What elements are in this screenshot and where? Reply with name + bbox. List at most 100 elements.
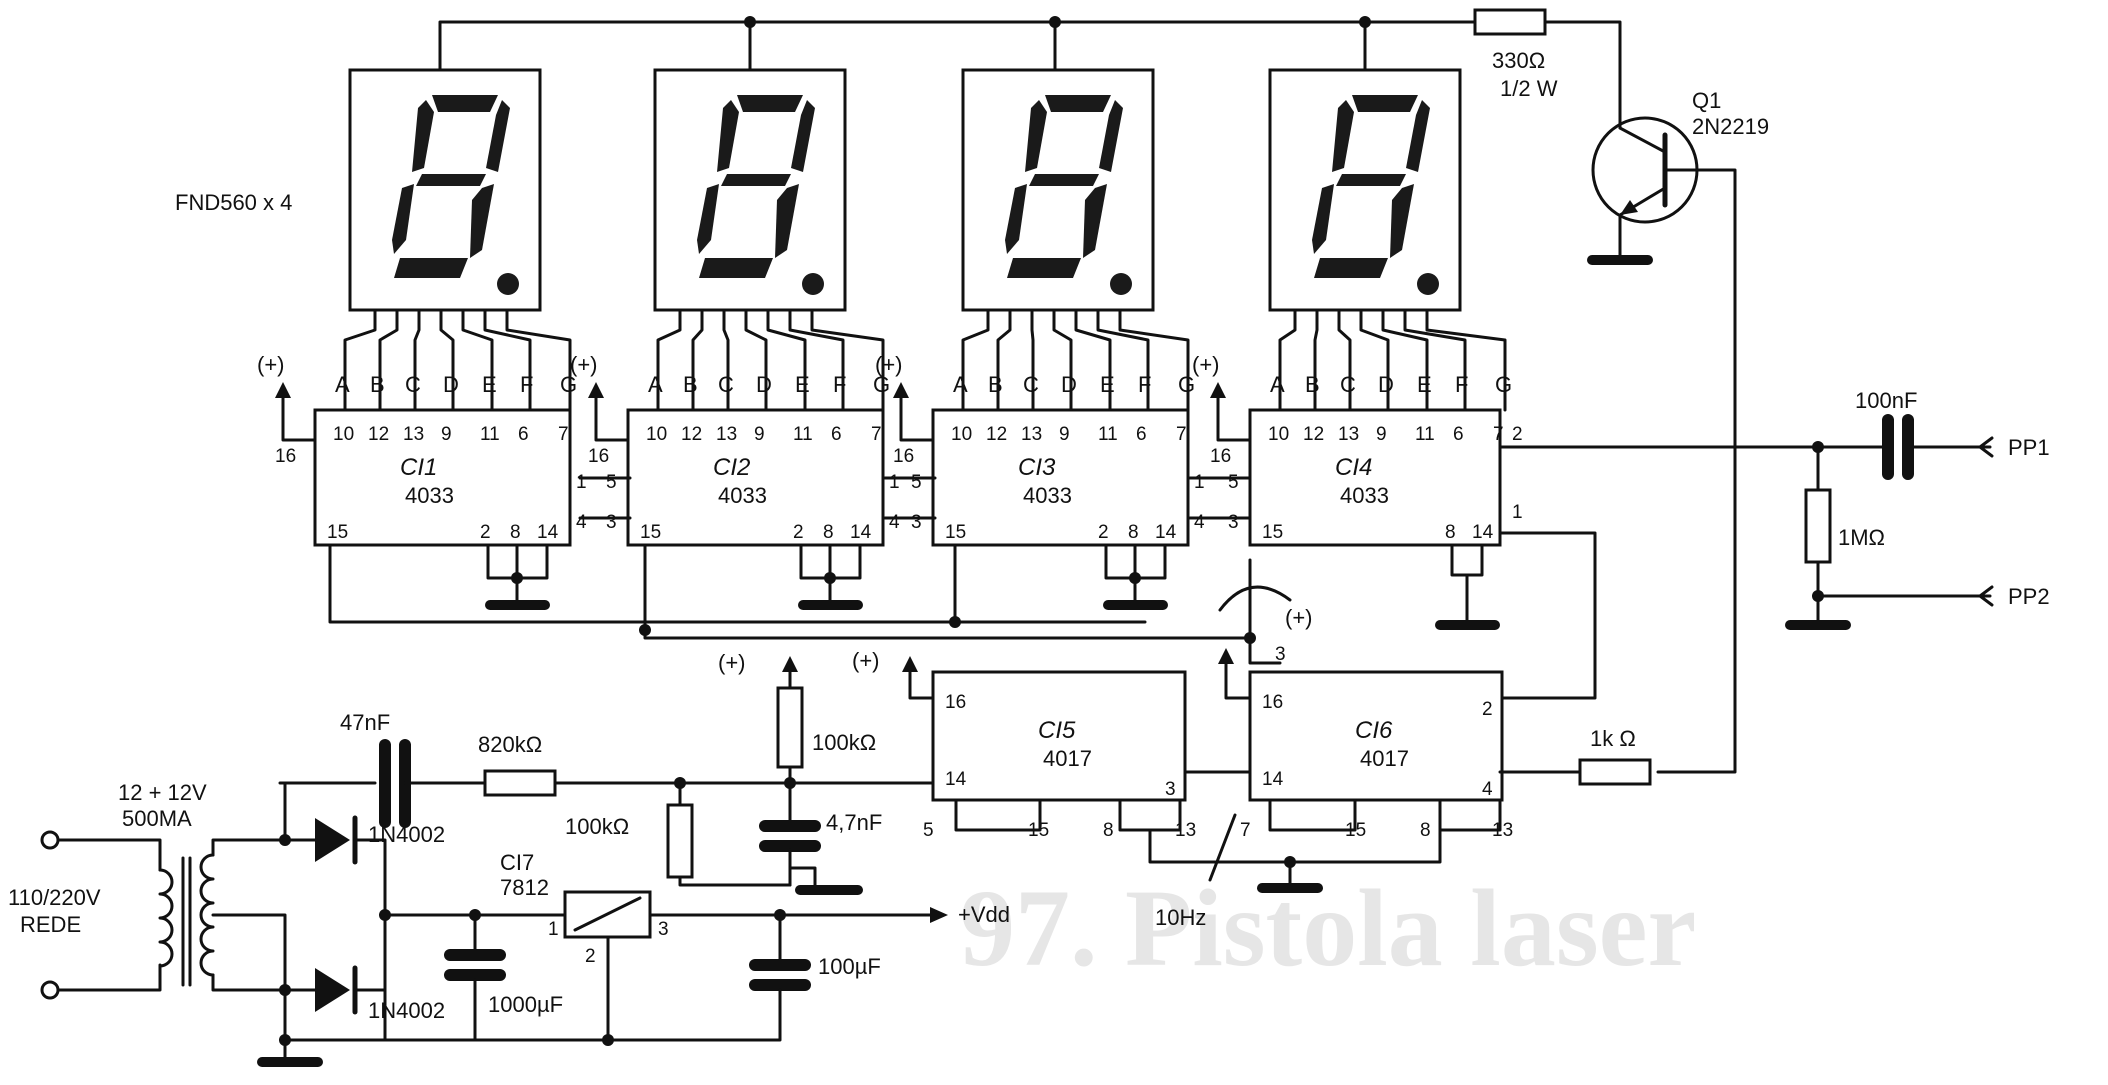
- pin-label: 12: [986, 424, 1007, 445]
- segment-c: [1390, 184, 1414, 258]
- segment-c: [470, 184, 494, 258]
- pin-label: 6: [1136, 424, 1147, 445]
- segment-label-d: D: [756, 372, 772, 397]
- pin-label: 16: [893, 446, 914, 467]
- pin-label: 8: [510, 522, 521, 543]
- pin-label: 7: [1240, 820, 1251, 841]
- pin-label: 14: [537, 522, 559, 543]
- segment-c: [775, 184, 799, 258]
- pin-label: 5: [1228, 472, 1239, 493]
- pin-label: 1: [576, 472, 587, 493]
- pin-label: 9: [441, 424, 452, 445]
- pin-label: 10: [1268, 424, 1289, 445]
- pin-label: 3: [911, 512, 922, 533]
- transformer-line2: 500MA: [122, 806, 192, 831]
- pin-label: 15: [640, 522, 661, 543]
- segment-e: [1312, 184, 1334, 254]
- segment-g: [1029, 174, 1099, 186]
- r1m-label: 1MΩ: [1838, 525, 1885, 550]
- c4n7-label: 4,7nF: [826, 810, 882, 835]
- decimal-point: [497, 273, 519, 295]
- segment-label-b: B: [683, 372, 698, 397]
- pp2-label: PP2: [2008, 584, 2050, 609]
- chip-name: CI2: [713, 454, 750, 481]
- segment-label-f: F: [1455, 372, 1468, 397]
- pin-label: 8: [823, 522, 834, 543]
- segment-label-f: F: [520, 372, 533, 397]
- pin-label: 2: [1482, 699, 1493, 720]
- q1-part: 2N2219: [1692, 114, 1769, 139]
- pin-label: 2: [1512, 424, 1523, 445]
- pin-label: 8: [1420, 820, 1431, 841]
- pin-label: 13: [1492, 820, 1513, 841]
- ci5-supply-plus: (+): [718, 650, 746, 675]
- segment-g: [1336, 174, 1406, 186]
- pin-label: 12: [1303, 424, 1324, 445]
- vdd-label: +Vdd: [958, 902, 1010, 927]
- pin-label: 10: [333, 424, 354, 445]
- chip-type: 4033: [1340, 483, 1389, 508]
- segment-label-a: A: [1270, 372, 1285, 397]
- pin-label: 11: [1415, 424, 1435, 445]
- diode-d1: [315, 818, 350, 862]
- pin-label: 2: [480, 522, 491, 543]
- pin-label: 11: [1098, 424, 1118, 445]
- pin-label: 6: [518, 424, 529, 445]
- pin-label: 10: [951, 424, 972, 445]
- segment-label-b: B: [1305, 372, 1320, 397]
- segment-c: [1083, 184, 1107, 258]
- pin-label: 13: [716, 424, 737, 445]
- r1k-label: 1k Ω: [1590, 726, 1636, 751]
- pin-label: 12: [368, 424, 389, 445]
- segment-label-b: B: [370, 372, 385, 397]
- segment-g: [721, 174, 791, 186]
- segment-label-a: A: [648, 372, 663, 397]
- pin-label: 9: [754, 424, 765, 445]
- pin-label: 13: [1338, 424, 1359, 445]
- chip-name: CI4: [1335, 454, 1372, 481]
- pin-label: 1: [1512, 502, 1523, 523]
- pin-label: 7: [558, 424, 569, 445]
- chip-name: CI1: [400, 454, 437, 481]
- segment-g: [416, 174, 486, 186]
- segment-label-c: C: [1340, 372, 1356, 397]
- segment-label-g: G: [873, 372, 890, 397]
- q1-name: Q1: [1692, 88, 1721, 113]
- segment-label-e: E: [1100, 372, 1115, 397]
- chip-type: 4017: [1043, 746, 1092, 771]
- r330-value: 330Ω: [1492, 48, 1545, 73]
- resistor-820k: [483, 769, 557, 797]
- divider-chip: [931, 670, 1187, 802]
- diode-d2: [315, 968, 350, 1012]
- pin-label: 14: [945, 769, 967, 790]
- chip-name: CI5: [1038, 717, 1076, 744]
- plus-label: (+): [1192, 352, 1220, 377]
- segment-e: [1005, 184, 1027, 254]
- counter-chip: [626, 408, 885, 547]
- segment-d: [394, 258, 468, 278]
- segment-f: [412, 100, 434, 172]
- display-label: FND560 x 4: [175, 190, 292, 215]
- pin-label: 3: [606, 512, 617, 533]
- c47n-label: 47nF: [340, 710, 390, 735]
- segment-label-e: E: [1417, 372, 1432, 397]
- pin-label: 4: [1194, 512, 1205, 533]
- pin-label: 14: [1155, 522, 1177, 543]
- segment-label-c: C: [718, 372, 734, 397]
- pin-label: 14: [1472, 522, 1494, 543]
- d1-label: 1N4002: [368, 822, 445, 847]
- r100k-a-label: 100kΩ: [812, 730, 876, 755]
- segment-e: [392, 184, 414, 254]
- pin-label: 2: [1098, 522, 1109, 543]
- divider-chip: [1248, 670, 1504, 802]
- pin-label: 16: [945, 692, 966, 713]
- pin-label: 7: [1493, 424, 1504, 445]
- ci6-pin-3: 3: [1275, 644, 1286, 665]
- segment-d: [699, 258, 773, 278]
- counter-chip: [931, 408, 1190, 547]
